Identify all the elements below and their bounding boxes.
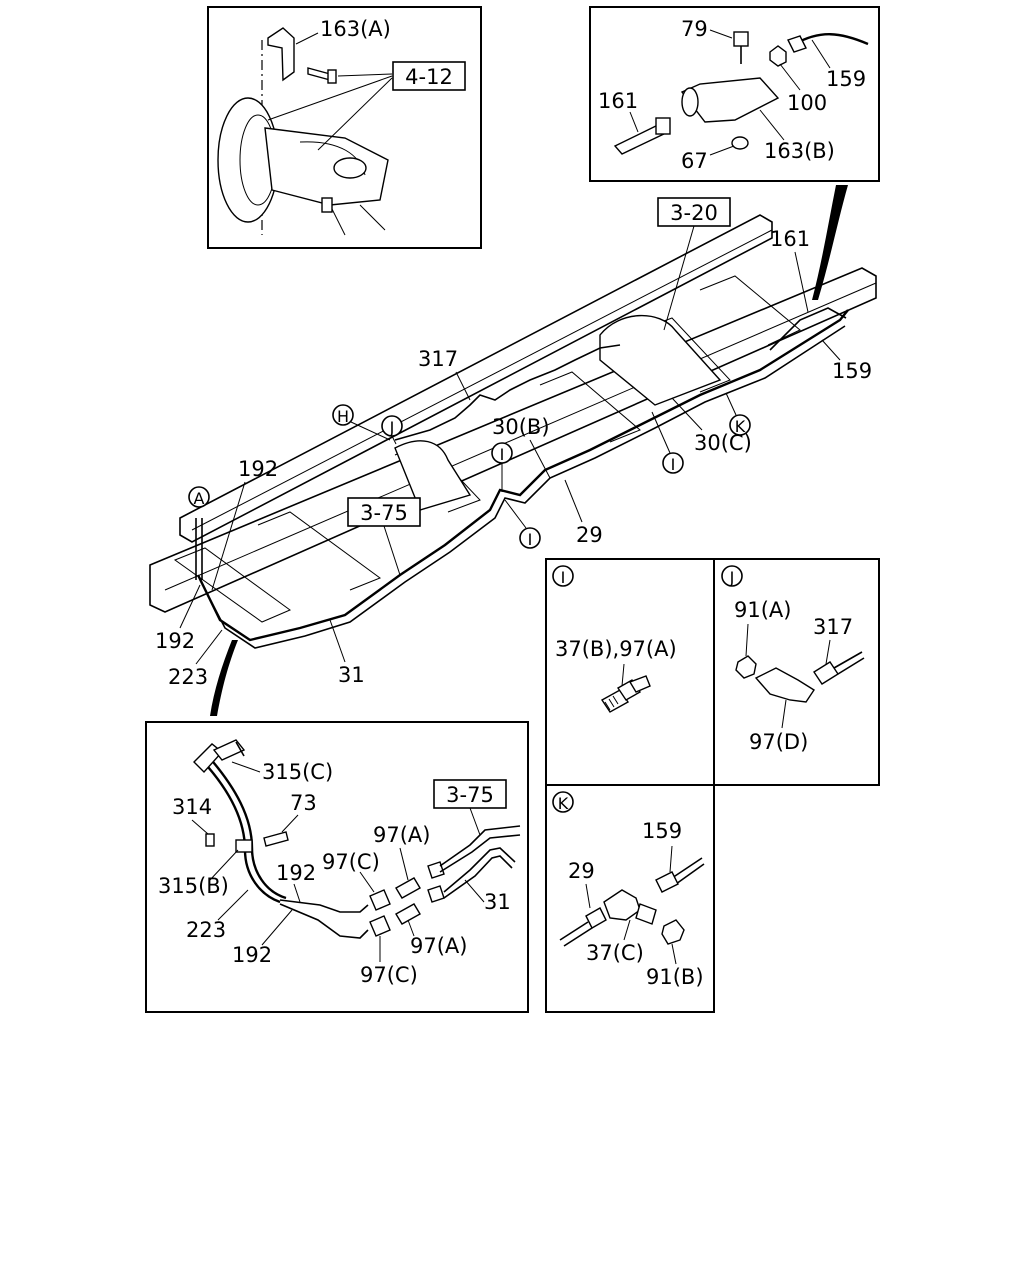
ref-box-3-20: [657, 197, 731, 227]
main-labels: 3-20 161 159 317 H J 30(B) I 30(C) K I I…: [155, 197, 872, 689]
label-192-upper: 192: [238, 457, 278, 481]
label-37c: 37(C): [586, 941, 644, 965]
ref-box-3-75-detail: [433, 779, 507, 809]
detail-I: I 37(B),97(A): [545, 558, 715, 786]
label-I-2: I: [671, 455, 676, 474]
label-73: 73: [290, 791, 317, 815]
label-192-d1: 192: [276, 861, 316, 885]
ref-3-75-detail: 3-75: [446, 783, 494, 807]
label-159-K: 159: [642, 819, 682, 843]
label-H: H: [337, 407, 349, 426]
label-91a: 91(A): [734, 598, 791, 622]
label-29-main: 29: [576, 523, 603, 547]
nut-67: [731, 136, 749, 150]
detail-I-tag: I: [561, 568, 566, 587]
nut-91a: [735, 655, 757, 679]
bolt-79: [733, 31, 749, 47]
detail-rear-connectors: 3-75 315(C) 314 73 97(A) 31 97(C) 192 31…: [145, 721, 529, 1013]
label-31-detail: 31: [484, 890, 511, 914]
label-315c: 315(C): [262, 760, 333, 784]
bracket-163a-shape: [267, 27, 295, 82]
label-K: K: [735, 417, 746, 436]
label-223-main: 223: [168, 665, 208, 689]
fuel-lines: [195, 307, 849, 649]
label-317-main: 317: [418, 347, 458, 371]
label-37b-97a: 37(B),97(A): [555, 637, 677, 661]
label-100: 100: [787, 91, 827, 115]
detail-J-tag: J: [729, 568, 735, 587]
ref-4-12: 4-12: [405, 65, 453, 89]
marker-H: [332, 404, 354, 426]
label-A: A: [194, 489, 205, 508]
ref-3-75-main: 3-75: [360, 501, 408, 525]
label-97c-1: 97(C): [322, 850, 380, 874]
marker-A: [188, 486, 210, 508]
label-192-d2: 192: [232, 943, 272, 967]
label-161-main: 161: [770, 227, 810, 251]
label-163b: 163(B): [764, 139, 835, 163]
label-91b: 91(B): [646, 965, 704, 989]
ref-3-20: 3-20: [670, 201, 718, 225]
pointer-to-rear-detail: [210, 640, 238, 716]
ref-box-4-12: [392, 61, 466, 91]
tee-97d: [754, 667, 815, 703]
label-223-detail: 223: [186, 918, 226, 942]
label-97a-1: 97(A): [373, 823, 430, 847]
pointer-to-tube-bracket: [812, 185, 848, 300]
label-I-3: I: [528, 530, 533, 549]
label-314: 314: [172, 795, 212, 819]
detail-I-frame: [545, 558, 715, 786]
label-30b: 30(B): [492, 415, 550, 439]
fitting-37b: [600, 689, 630, 713]
detail-K-tag: K: [558, 794, 569, 813]
marker-K: [729, 414, 751, 436]
label-79: 79: [681, 17, 708, 41]
label-159-main: 159: [832, 359, 872, 383]
label-97c-2: 97(C): [360, 963, 418, 987]
label-31-main: 31: [338, 663, 365, 687]
label-97a-2: 97(A): [410, 934, 467, 958]
label-67: 67: [681, 149, 708, 173]
label-315b: 315(B): [158, 874, 229, 898]
label-J: J: [389, 418, 395, 437]
label-97d: 97(D): [749, 730, 808, 754]
nut-100: [769, 45, 787, 67]
fuel-tank: [599, 314, 722, 406]
nut-91b: [661, 919, 685, 945]
label-29-K: 29: [568, 859, 595, 883]
label-I-1: I: [500, 445, 505, 464]
label-317-J: 317: [813, 615, 853, 639]
label-192-lower: 192: [155, 629, 195, 653]
chassis-frame: [149, 214, 877, 623]
detail-K: K 159 29 37(C) 91(B): [545, 784, 715, 1013]
detail-tube-bracket: 79 159 161 100 67 163(B): [589, 6, 880, 182]
detail-tank-bracket: 4-12 163(A): [207, 6, 482, 249]
nut-159-K: [655, 871, 679, 893]
label-163a: 163(A): [320, 17, 391, 41]
detail-J: J 91(A) 317 97(D): [713, 558, 880, 786]
bracket-163b: [680, 77, 780, 123]
label-161: 161: [598, 89, 638, 113]
label-159: 159: [826, 67, 866, 91]
marker-I-3: [519, 527, 541, 549]
marker-I-2: [662, 452, 684, 474]
